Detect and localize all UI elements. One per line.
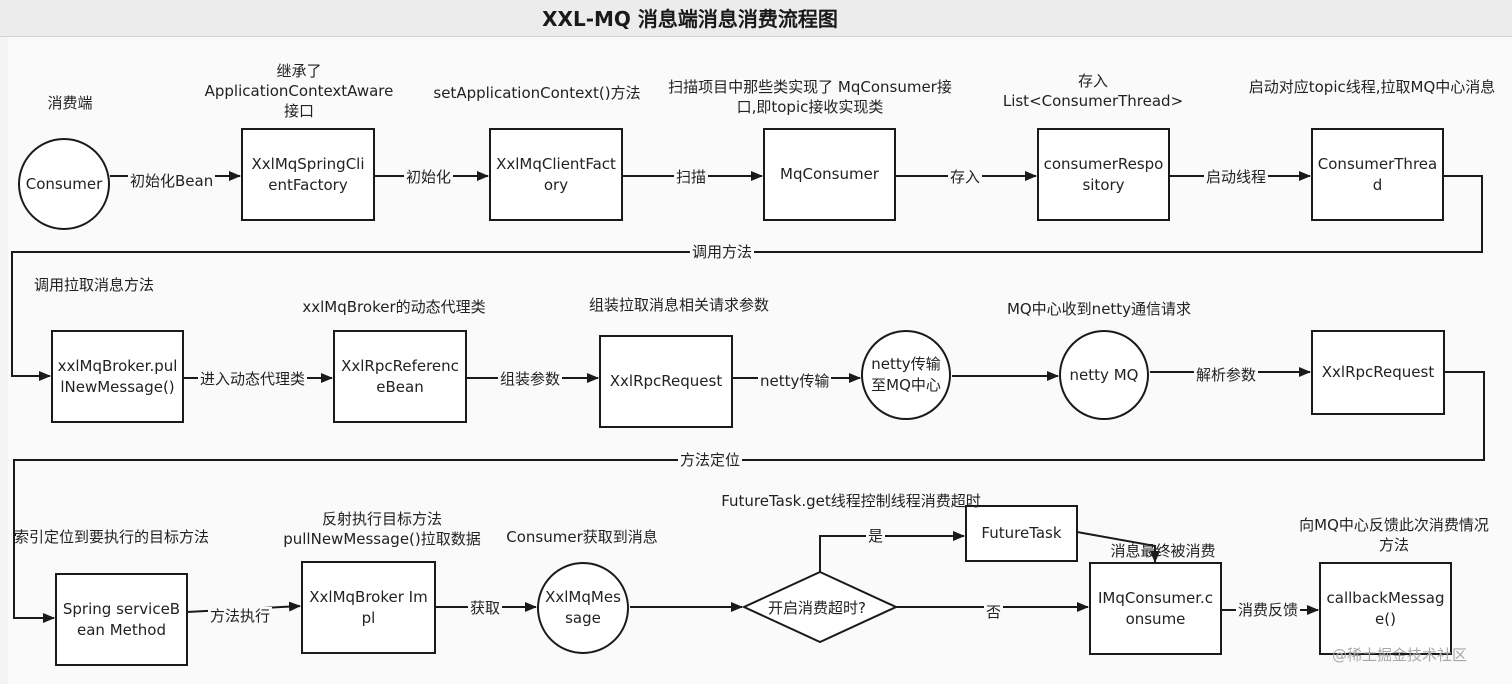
rpc-request-received-node: XxlRpcRequest [1311, 330, 1445, 415]
edge-label-store: 存入 [948, 168, 983, 186]
future-task-node: FutureTask [965, 505, 1078, 562]
annotation-index-locate: 索引定位到要执行的目标方法 [14, 528, 210, 546]
annotation-consumer-side: 消费端 [47, 94, 93, 112]
spring-client-factory-node: XxlMqSpringClientFactory [241, 128, 375, 221]
edge-label-method-locate: 方法定位 [678, 451, 743, 469]
edge-label-parse-params: 解析参数 [1194, 366, 1259, 384]
edge-label-no: 否 [984, 603, 1004, 621]
flow-canvas: Consumer XxlMqSpringClientFactory XxlMqC… [8, 37, 1512, 684]
annotation-future-control: FutureTask.get线程控制线程消费超时 [721, 492, 981, 510]
edge-label-init: 初始化 [404, 168, 454, 186]
pull-new-message-node: xxlMqBroker.pullNewMessage() [51, 330, 184, 423]
annotation-finally-consumed: 消息最终被消费 [1110, 542, 1216, 560]
broker-impl-node: XxlMqBroker Impl [301, 561, 436, 654]
annotation-consumer-got: Consumer获取到消息 [506, 528, 658, 546]
annotation-scan-classes: 扫描项目中那些类实现了 MqConsumer接口,即topic接收实现类 [668, 78, 952, 116]
diagram-title: XXL-MQ 消息端消息消费流程图 [542, 7, 838, 31]
watermark: @稀土掘金技术社区 [1332, 646, 1468, 664]
edge-method-locate [13, 371, 1485, 623]
client-factory-node: XxlMqClientFactory [489, 128, 623, 221]
consumer-respository-node: consumerRespository [1037, 128, 1170, 221]
timeout-decision-label: 开启消费超时? [768, 599, 866, 617]
edge-label-start-thread: 启动线程 [1204, 168, 1269, 186]
annotation-store-list: 存入 List<ConsumerThread> [1002, 72, 1184, 110]
mq-message-node: XxlMqMessage [537, 562, 629, 654]
annotation-set-context: setApplicationContext()方法 [433, 84, 641, 102]
edge-label-netty-transfer: netty传输 [758, 372, 832, 390]
edge-label-call-method: 调用方法 [690, 243, 755, 261]
edge-label-assemble: 组装参数 [498, 370, 563, 388]
annotation-call-pull: 调用拉取消息方法 [34, 276, 155, 294]
edge-label-method-exec: 方法执行 [208, 607, 273, 625]
decision-diamond [741, 570, 899, 644]
spring-service-method-node: Spring serviceBean Method [55, 573, 188, 666]
annotation-feedback: 向MQ中心反馈此次消费情况方法 [1299, 516, 1489, 554]
annotation-start-thread: 启动对应topic线程,拉取MQ中心消息 [1248, 78, 1496, 96]
edge-label-yes: 是 [866, 527, 886, 545]
edge-label-consume-feedback: 消费反馈 [1236, 601, 1301, 619]
consumer-node: Consumer [18, 138, 110, 230]
annotation-netty-receive: MQ中心收到netty通信请求 [1006, 300, 1192, 318]
edge-label-fetch: 获取 [468, 599, 503, 617]
rpc-reference-bean-node: XxlRpcReferenceBean [333, 330, 467, 423]
edge-yes [819, 531, 965, 572]
consumer-thread-node: ConsumerThread [1311, 128, 1444, 221]
flow-connectors [11, 171, 1485, 644]
edge-label-init-bean: 初始化Bean [128, 172, 216, 190]
edge-call-method [11, 175, 1483, 381]
annotation-dynamic-proxy: xxlMqBroker的动态代理类 [302, 298, 486, 316]
annotation-assemble-params: 组装拉取消息相关请求参数 [588, 296, 769, 314]
annotation-inherit: 继承了 ApplicationContextAware接口 [204, 62, 394, 120]
netty-mq-node: netty MQ [1059, 330, 1149, 420]
edge-label-enter-proxy: 进入动态代理类 [198, 370, 308, 388]
annotation-reflect-exec: 反射执行目标方法 pullNewMessage()拉取数据 [283, 510, 481, 548]
edge-future-to-consume [1076, 531, 1160, 563]
netty-transfer-node: netty传输至MQ中心 [861, 330, 951, 420]
rpc-request-node: XxlRpcRequest [599, 335, 733, 428]
imq-consume-node: IMqConsumer.consume [1089, 562, 1222, 655]
mq-consumer-node: MqConsumer [763, 128, 896, 221]
title-bar: XXL-MQ 消息端消息消费流程图 [0, 0, 1512, 37]
edge-label-scan: 扫描 [674, 168, 709, 186]
callback-message-node: callbackMessage() [1319, 562, 1452, 655]
